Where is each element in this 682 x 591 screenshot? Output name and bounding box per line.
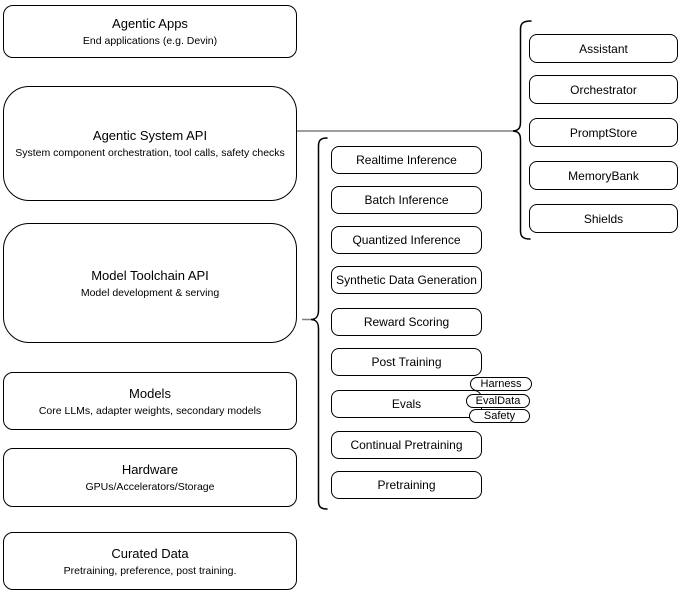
node-assistant: Assistant: [529, 34, 678, 63]
node-label: Shields: [583, 211, 624, 226]
node-label: PromptStore: [569, 125, 638, 140]
node-label: Realtime Inference: [356, 153, 457, 167]
node-realtime-inference: Realtime Inference: [331, 146, 482, 174]
node-label: Evals: [391, 397, 422, 411]
node-continual-pretraining: Continual Pretraining: [331, 431, 482, 459]
node-agentic-apps: Agentic Apps End applications (e.g. Devi…: [3, 5, 297, 58]
node-label: Reward Scoring: [363, 315, 450, 329]
node-title: Agentic System API: [92, 128, 208, 143]
node-label: Quantized Inference: [352, 233, 461, 247]
node-shields: Shields: [529, 204, 678, 233]
node-memorybank: MemoryBank: [529, 161, 678, 190]
node-label: Orchestrator: [570, 82, 637, 97]
node-label: Synthetic Data Generation: [336, 273, 477, 287]
tag-harness: Harness: [470, 377, 532, 391]
tag-safety: Safety: [469, 409, 530, 423]
node-label: MemoryBank: [568, 168, 639, 183]
node-reward-scoring: Reward Scoring: [331, 308, 482, 336]
node-title: Hardware: [121, 462, 179, 477]
node-subtitle: End applications (e.g. Devin): [82, 35, 218, 47]
node-title: Agentic Apps: [112, 16, 188, 31]
node-promptstore: PromptStore: [529, 118, 678, 147]
node-quantized-inference: Quantized Inference: [331, 226, 482, 254]
brace-toolchain: [310, 137, 328, 510]
node-label: Pretraining: [377, 478, 436, 492]
node-post-training: Post Training: [331, 348, 482, 376]
tag-evaldata: EvalData: [466, 394, 530, 408]
node-subtitle: Model development & serving: [80, 286, 220, 299]
node-label: Continual Pretraining: [350, 438, 463, 452]
node-orchestrator: Orchestrator: [529, 75, 678, 104]
node-pretraining: Pretraining: [331, 471, 482, 499]
tag-label: EvalData: [475, 394, 521, 407]
node-title: Curated Data: [111, 545, 189, 561]
node-subtitle: Core LLMs, adapter weights, secondary mo…: [38, 404, 262, 417]
node-agentic-system-api: Agentic System API System component orch…: [3, 86, 297, 201]
node-synthetic-data-generation: Synthetic Data Generation: [331, 266, 482, 294]
node-label: Batch Inference: [364, 193, 449, 207]
tag-label: Harness: [480, 377, 522, 390]
node-curated-data: Curated Data Pretraining, preference, po…: [3, 532, 297, 590]
node-subtitle: Pretraining, preference, post training.: [63, 564, 237, 577]
tag-label: Safety: [483, 409, 516, 422]
node-evals: Evals: [331, 390, 482, 418]
node-batch-inference: Batch Inference: [331, 186, 482, 214]
node-label: Post Training: [371, 355, 442, 369]
node-subtitle: GPUs/Accelerators/Storage: [85, 481, 215, 493]
node-subtitle: System component orchestration, tool cal…: [15, 147, 285, 159]
node-models: Models Core LLMs, adapter weights, secon…: [3, 372, 297, 430]
node-title: Model Toolchain API: [91, 267, 209, 283]
node-title: Models: [129, 385, 171, 401]
node-hardware: Hardware GPUs/Accelerators/Storage: [3, 448, 297, 507]
node-label: Assistant: [579, 41, 628, 56]
node-model-toolchain-api: Model Toolchain API Model development & …: [3, 223, 297, 343]
